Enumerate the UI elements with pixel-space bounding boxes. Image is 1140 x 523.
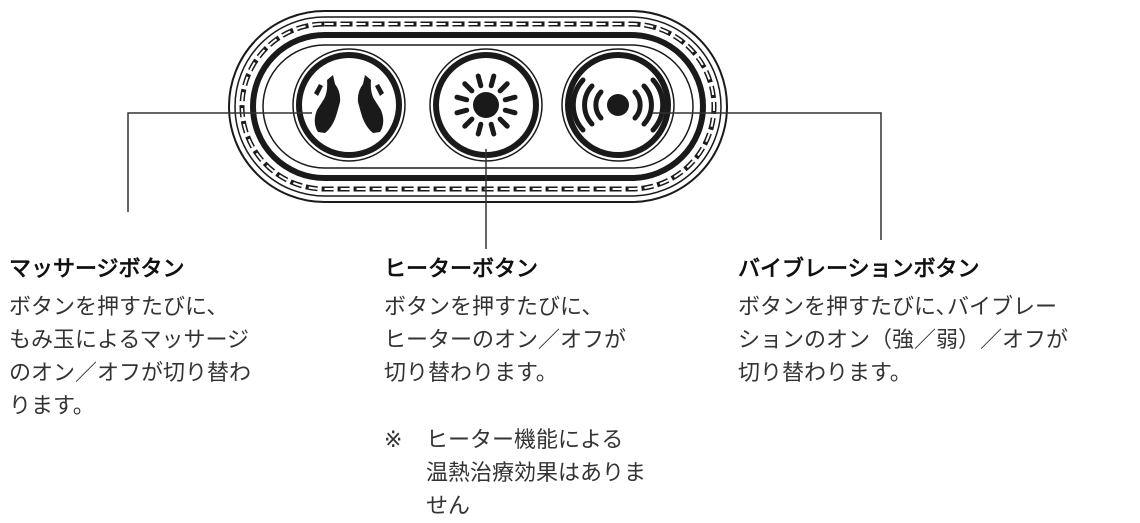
massage-description-line: ボタンを押すたびに、 bbox=[9, 295, 229, 320]
heater-note-text: ヒーター機能による 温熱治療効果はありま せん bbox=[426, 424, 646, 523]
sun-ray bbox=[454, 107, 470, 116]
sun-ray bbox=[488, 121, 497, 137]
massage-callout: マッサージボタン ボタンを押すたびに、 もみ玉によるマッサージ のオン／オフが切… bbox=[9, 255, 339, 423]
heater-callout: ヒーターボタン ボタンを押すたびに、 ヒーターのオン／オフが 切り替わります。 bbox=[384, 255, 714, 390]
massage-button-title: マッサージボタン bbox=[9, 257, 185, 282]
sun-ray bbox=[454, 94, 470, 103]
vibration-waves-icon bbox=[570, 77, 666, 133]
vibration-callout: バイブレーションボタン ボタンを押すたびに､バイブレー ションのオン（強／弱）／… bbox=[738, 255, 1138, 390]
vibration-description-line: 切り替わります。 bbox=[738, 361, 912, 386]
sun-ray bbox=[497, 81, 510, 94]
heater-button[interactable] bbox=[429, 48, 543, 162]
vibration-description-line: ションのオン（強／弱）／オフが bbox=[738, 328, 1069, 353]
vibration-button-title: バイブレーションボタン bbox=[738, 257, 980, 282]
sun-ray bbox=[475, 73, 484, 89]
sun-ray bbox=[475, 121, 484, 137]
massage-description: ボタンを押すたびに、 もみ玉によるマッサージ のオン／オフが切り替わ ります。 bbox=[9, 291, 339, 423]
heater-description-line: ヒーターのオン／オフが bbox=[384, 328, 627, 353]
sun-ray bbox=[462, 81, 475, 94]
vibration-description: ボタンを押すたびに､バイブレー ションのオン（強／弱）／オフが 切り替わります。 bbox=[738, 291, 1138, 390]
massage-description-line: のオン／オフが切り替わ bbox=[9, 361, 252, 386]
panel-outer-outline-inner bbox=[234, 16, 722, 197]
massage-button[interactable] bbox=[292, 48, 406, 162]
panel-stitching-core bbox=[241, 23, 715, 190]
heater-note-line: 温熱治療効果はありま bbox=[426, 461, 647, 486]
heater-description: ボタンを押すたびに、 ヒーターのオン／オフが 切り替わります。 bbox=[384, 291, 714, 390]
heater-description-line: 切り替わります。 bbox=[384, 361, 558, 386]
heater-description-line: ボタンを押すたびに、 bbox=[384, 295, 604, 320]
vibration-leader-line bbox=[652, 112, 882, 240]
hands-icon bbox=[314, 75, 384, 133]
vibration-description-line: ボタンを押すたびに､バイブレー bbox=[738, 295, 1058, 320]
leader-lines bbox=[127, 112, 882, 249]
sun-ray bbox=[497, 116, 510, 129]
massage-description-line: ります。 bbox=[9, 394, 95, 419]
sun-ray bbox=[502, 107, 518, 116]
heater-note-line: ヒーター機能による bbox=[426, 428, 624, 453]
massage-leader-line bbox=[127, 112, 312, 212]
sun-ray bbox=[502, 94, 518, 103]
sun-ray bbox=[488, 73, 497, 89]
vibration-button[interactable] bbox=[561, 48, 675, 162]
note-mark: ※ bbox=[384, 428, 403, 453]
sun-icon bbox=[454, 73, 518, 137]
heater-note-line: せん bbox=[426, 494, 471, 519]
heater-button-title: ヒーターボタン bbox=[384, 257, 539, 282]
massage-description-line: もみ玉によるマッサージ bbox=[9, 328, 250, 353]
sun-ray bbox=[462, 116, 475, 129]
